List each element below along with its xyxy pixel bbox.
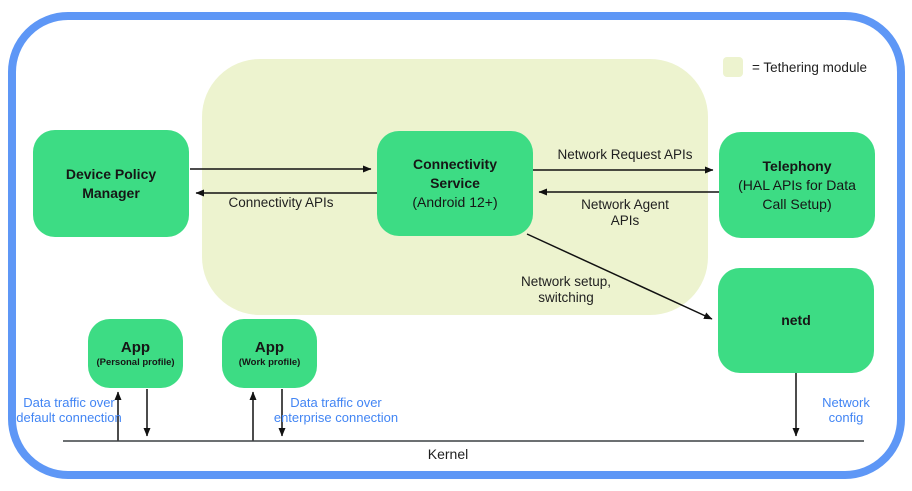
node-title: Connectivity Service — [412, 156, 497, 191]
label-network-request-apis: Network Request APIs — [557, 147, 693, 162]
node-title: Device Policy Manager — [65, 165, 157, 201]
outer-frame — [8, 12, 905, 479]
node-subtitle: (Personal profile) — [96, 356, 175, 368]
node-title: netd — [781, 312, 811, 328]
label-data-traffic-default: Data traffic over default connection — [16, 395, 122, 425]
node-telephony: Telephony (HAL APIs for Data Call Setup) — [719, 132, 875, 238]
kernel-label: Kernel — [427, 446, 469, 462]
node-netd: netd — [718, 268, 874, 373]
node-connectivity-service: Connectivity Service (Android 12+) — [377, 131, 533, 236]
node-device-policy-manager: Device Policy Manager — [33, 130, 189, 237]
label-data-traffic-enterprise: Data traffic over enterprise connection — [273, 395, 399, 425]
legend: = Tethering module — [723, 57, 867, 77]
node-title: App — [120, 338, 151, 356]
node-subtitle: (Work profile) — [238, 356, 301, 368]
legend-label: = Tethering module — [752, 59, 867, 75]
node-app-personal: App (Personal profile) — [88, 319, 183, 388]
label-network-config: Network config — [822, 395, 870, 425]
node-subtitle: (Android 12+) — [412, 194, 498, 210]
label-connectivity-apis: Connectivity APIs — [228, 195, 334, 210]
node-title: Telephony — [762, 157, 832, 174]
label-network-setup-switching: Network setup, switching — [520, 274, 612, 305]
node-title: App — [254, 338, 285, 356]
label-network-agent-apis: Network Agent APIs — [581, 197, 669, 228]
tethering-module-swatch — [723, 57, 743, 77]
node-app-work: App (Work profile) — [222, 319, 317, 388]
node-subtitle: (HAL APIs for Data Call Setup) — [738, 176, 856, 212]
